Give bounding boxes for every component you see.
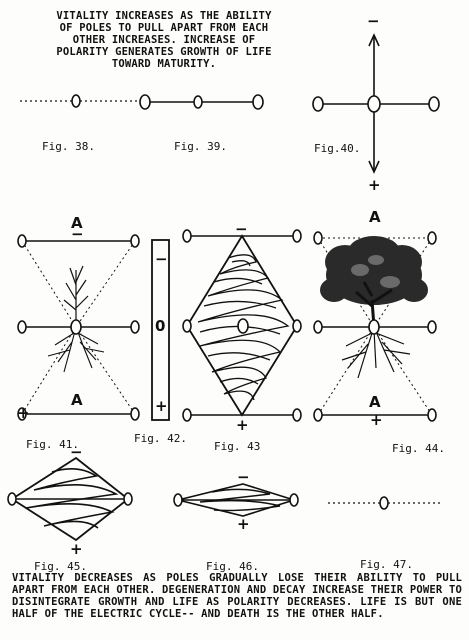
fig-47-diagram [328,496,440,510]
fig-38-diagram [20,94,140,108]
fig-41-pole-a-top: A [71,214,83,232]
fig-45-plus-sign: + [70,540,83,558]
fig-42-zero: 0 [155,317,166,335]
fig-43-diagram [182,229,302,422]
fig-44-pole-a-top: A [369,208,381,226]
fig-39-diagram [139,94,264,110]
fig-40-label: Fig.40. [314,142,361,155]
fig-46-diagram [173,483,299,517]
fig-43-minus-sign: − [235,220,248,238]
fig-42-diagram [151,239,170,421]
fig-46-label: Fig. 46. [206,560,259,573]
bottom-caption: VITALITY DECREASES AS POLES GRADUALLY LO… [12,572,462,620]
fig-40-plus-sign: + [368,176,381,194]
top-caption: VITALITY INCREASES AS THE ABILITY OF POL… [56,10,272,70]
fig-40-minus-sign: − [367,12,380,30]
fig-41-diagram [17,234,140,421]
fig-38-label: Fig. 38. [42,140,95,153]
fig-40-diagram [312,33,440,174]
fig-44-label: Fig. 44. [392,442,445,455]
fig-41-pole-a-bottom: A [71,391,83,409]
fig-39-label: Fig. 39. [174,140,227,153]
fig-41-label: Fig. 41. [26,438,79,451]
fig-45-label: Fig. 45. [34,560,87,573]
fig-41-plus-sign: + [17,404,30,422]
fig-46-minus-sign: − [237,468,250,486]
fig-45-diagram [7,456,133,542]
fig-44-plus-sign: + [370,411,383,429]
fig-45-minus-sign: − [70,443,83,461]
fig-42-minus-sign: − [155,250,168,268]
fig-44-pole-a-bottom: A [369,393,381,411]
fig-43-label: Fig. 43 [214,440,261,453]
fig-43-plus-sign: + [236,416,249,434]
fig-44-diagram [313,231,437,422]
fig-47-label: Fig. 47. [360,558,413,571]
fig-42-label: Fig. 42. [134,432,187,445]
fig-46-plus-sign: + [237,515,250,533]
fig-42-plus-sign: + [155,397,168,415]
fig-41-minus-sign: − [71,225,84,243]
